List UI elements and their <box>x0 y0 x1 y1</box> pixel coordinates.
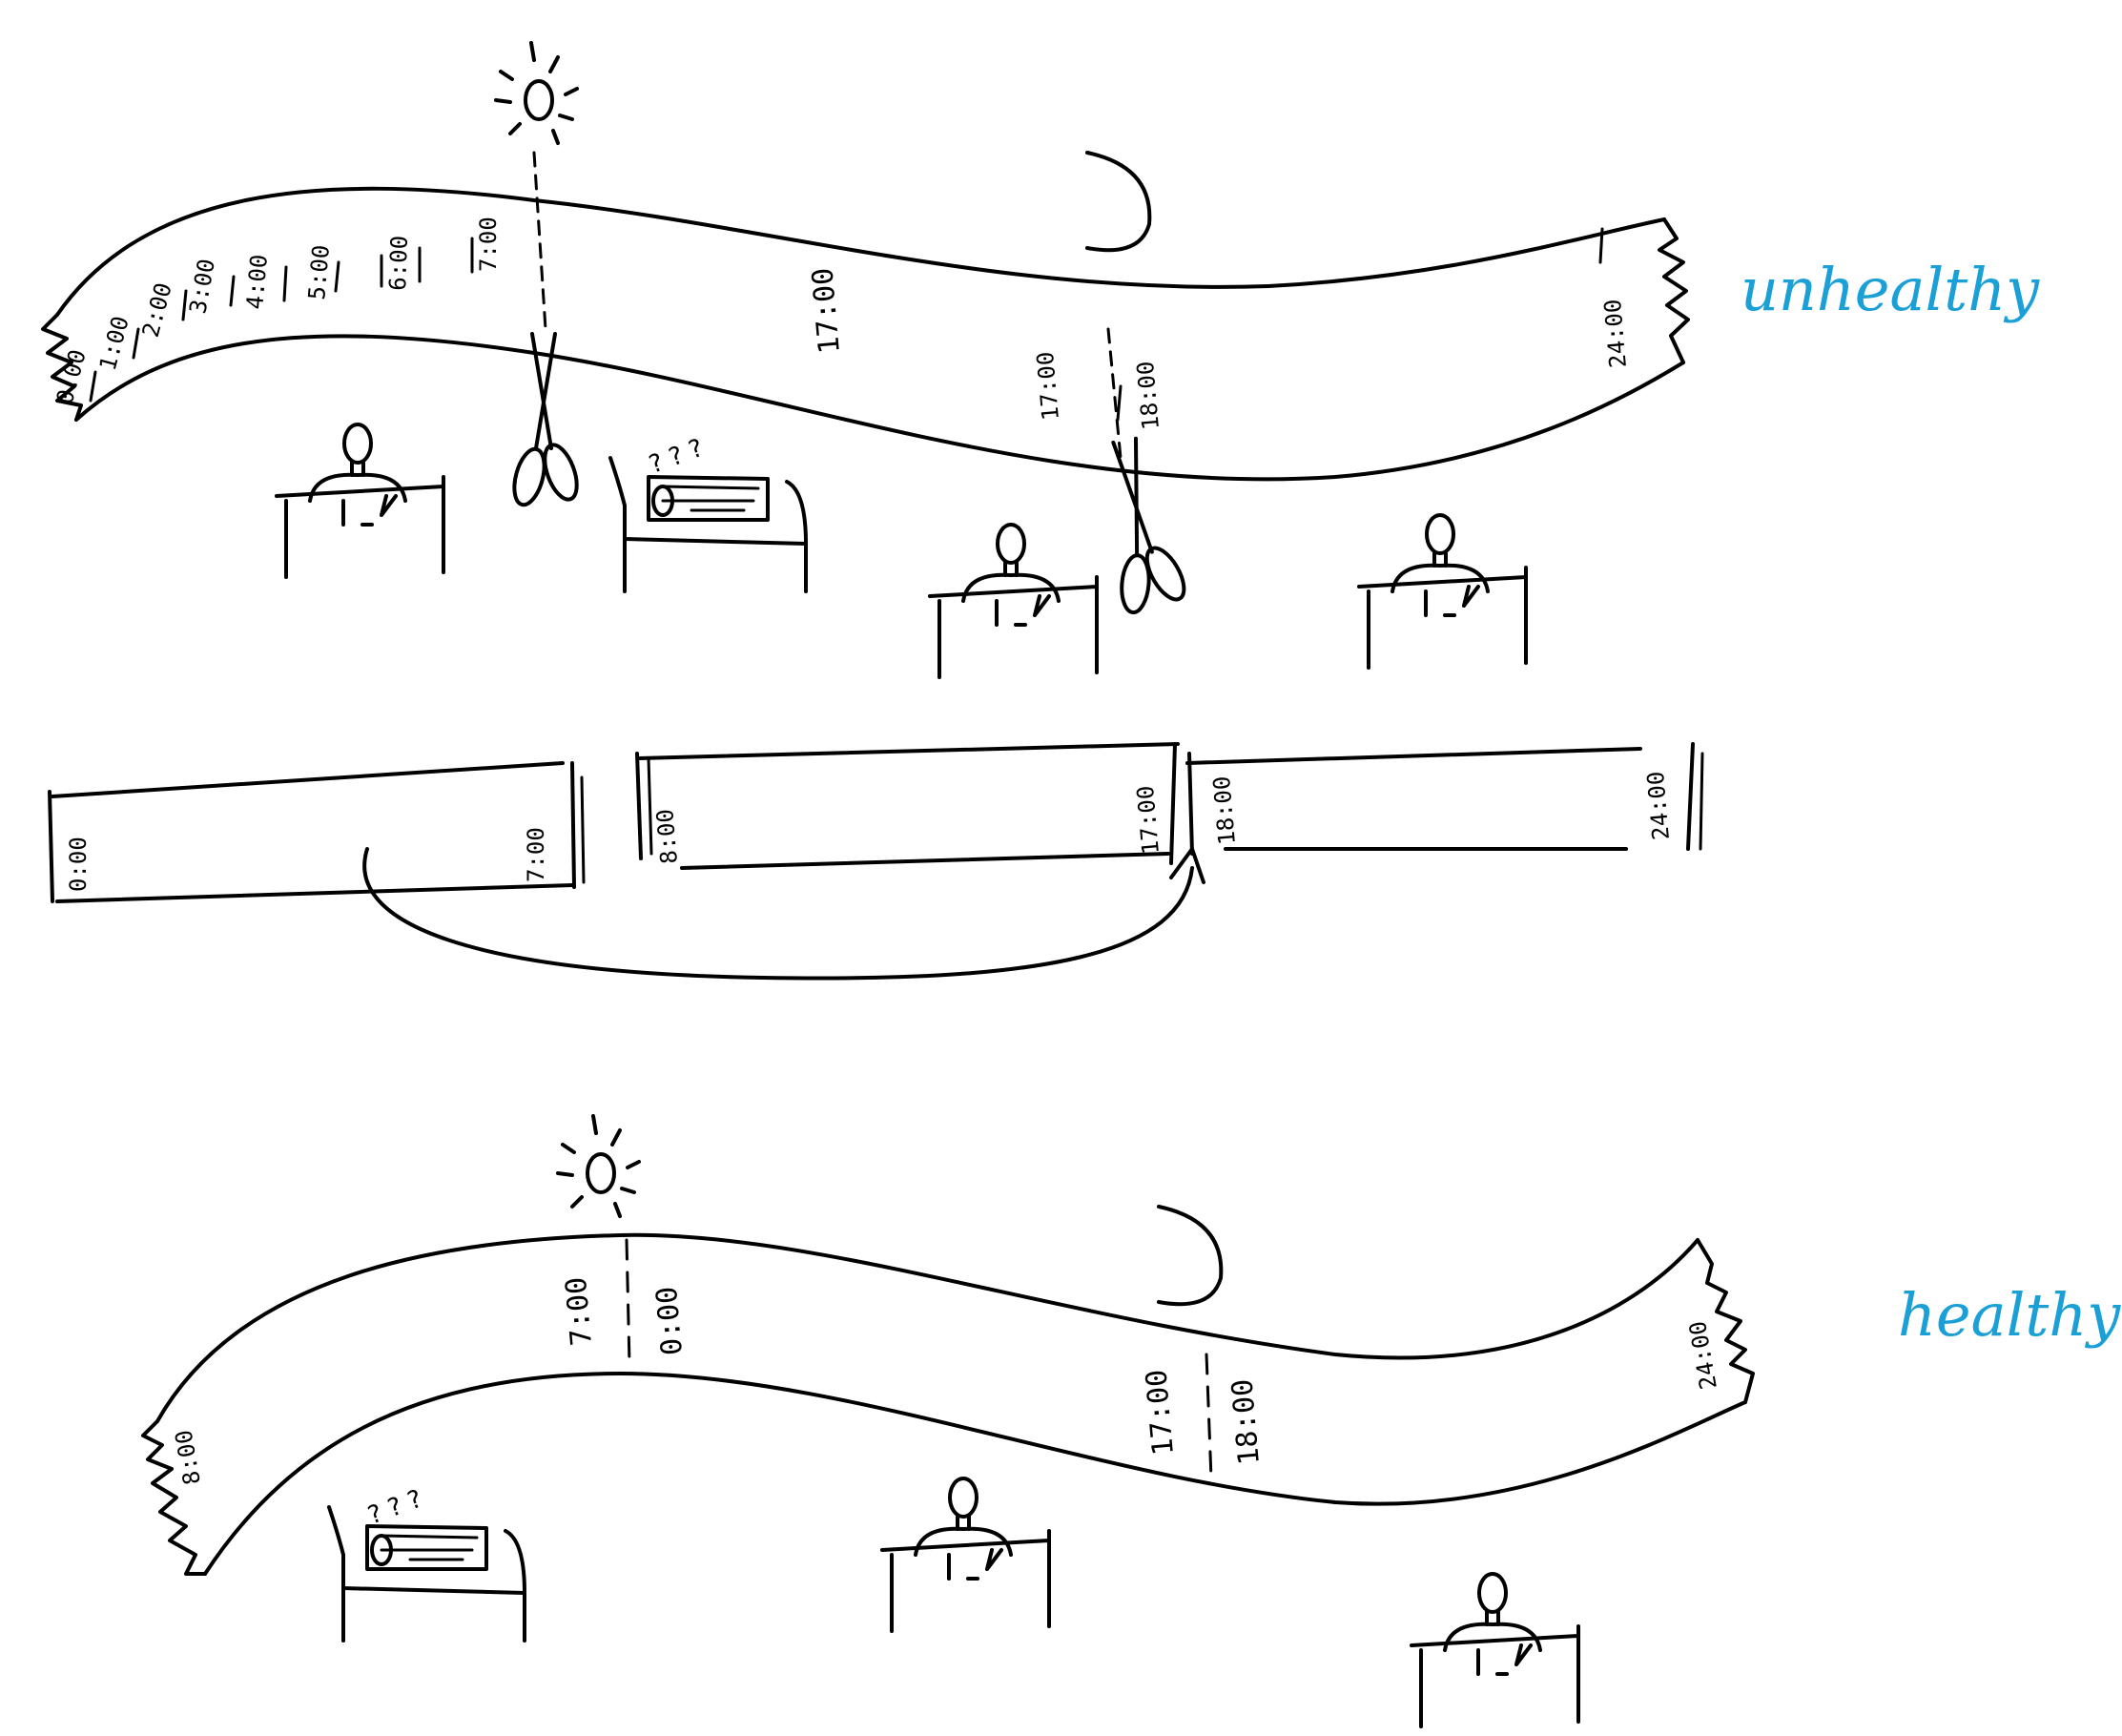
healthy-time-24: 24:00 <box>1684 1319 1722 1392</box>
person-at-desk-icon <box>275 423 445 579</box>
unhealthy-time-4: 4:00 <box>241 254 273 311</box>
person-at-desk-icon <box>880 1477 1051 1633</box>
healthy-time-18: 18:00 <box>1226 1377 1267 1466</box>
healthy-time-0: 0:00 <box>650 1285 690 1356</box>
strip2-start: 8:00 <box>651 808 683 865</box>
unhealthy-time-6: 6:00 <box>384 235 413 291</box>
unhealthy-time-17b: 17:00 <box>1032 351 1064 422</box>
strip3-end: 24:00 <box>1642 771 1675 841</box>
question-marks: ? ? ? <box>646 434 708 480</box>
unhealthy-time-5: 5:00 <box>303 244 335 301</box>
sun-icon <box>494 41 579 145</box>
person-at-desk-icon <box>1410 1572 1580 1728</box>
healthy-ribbon: 8:00 7:00 0:00 17:00 18:00 24:00 <box>141 1232 1755 1576</box>
scissors-icon <box>1088 431 1196 620</box>
arrow-icon <box>362 847 1194 981</box>
healthy-label: healthy <box>1898 1280 2121 1350</box>
strip2-end: 17:00 <box>1132 785 1164 856</box>
strip1-end: 7:00 <box>523 827 549 882</box>
strip3-start: 18:00 <box>1208 775 1241 846</box>
unhealthy-label: unhealthy <box>1741 255 2040 324</box>
unhealthy-time-24: 24:00 <box>1599 299 1632 369</box>
person-at-desk-icon <box>1357 513 1528 670</box>
moon-icon <box>1157 1205 1224 1307</box>
sun-icon <box>556 1114 641 1218</box>
unhealthy-time-17: 17:00 <box>806 266 847 355</box>
middle-strips: 0:00 7:00 8:00 17:00 18:00 24:00 <box>48 742 1704 981</box>
unhealthy-time-18: 18:00 <box>1132 361 1164 431</box>
healthy-time-8-start: 8:00 <box>170 1428 206 1487</box>
question-marks-healthy: ? ? ? <box>364 1485 426 1531</box>
unhealthy-time-1: 1:00 <box>94 313 134 373</box>
strip1-start: 0:00 <box>65 837 92 892</box>
person-at-desk-icon <box>928 523 1099 679</box>
healthy-time-7: 7:00 <box>560 1275 599 1347</box>
moon-icon <box>1085 151 1152 253</box>
unhealthy-time-7: 7:00 <box>475 217 502 272</box>
empty-desk-icon: ? ? ? <box>608 434 808 593</box>
unhealthy-ribbon: 0:00 1:00 2:00 3:00 4:00 5:00 6:00 7:00 … <box>41 151 1690 482</box>
unhealthy-time-2: 2:00 <box>137 279 177 340</box>
healthy-time-17: 17:00 <box>1140 1368 1181 1457</box>
unhealthy-time-3: 3:00 <box>184 257 220 316</box>
empty-desk-icon: ? ? ? <box>327 1485 526 1643</box>
